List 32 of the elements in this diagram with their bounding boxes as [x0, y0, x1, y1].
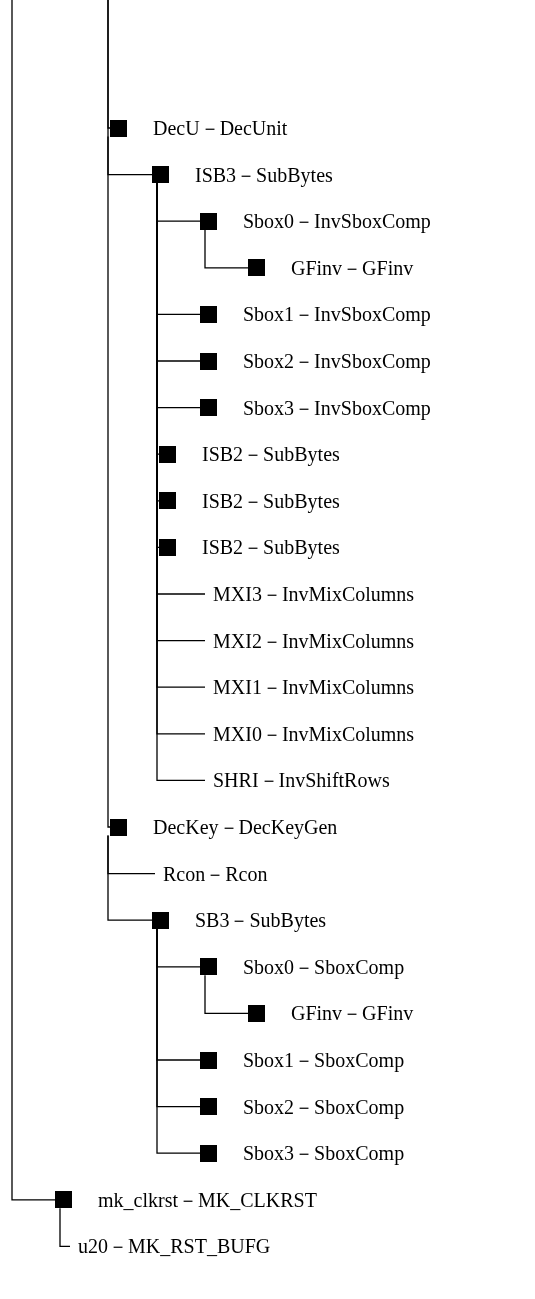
module-label: Rcon－Rcon: [163, 862, 268, 885]
module-label: ISB2－SubBytes: [202, 489, 340, 512]
module-label: mk_clkrst－MK_CLKRST: [98, 1188, 317, 1211]
tree-connector: [59, 1207, 71, 1248]
module-label: MXI3－InvMixColumns: [213, 583, 415, 605]
tree-connector: [204, 229, 249, 269]
tree-connector: [107, 0, 111, 828]
module-label: Sbox3－InvSboxComp: [243, 396, 431, 419]
module-label: Sbox0－SboxComp: [243, 955, 405, 978]
module-label: SB3－SubBytes: [195, 909, 327, 932]
module-label: Sbox1－InvSboxComp: [243, 303, 431, 326]
module-label: u20－MK_RST_BUFG: [78, 1235, 271, 1258]
module-label: MXI2－InvMixColumns: [213, 629, 415, 652]
module-label: Sbox2－SboxComp: [243, 1095, 405, 1118]
module-label: Sbox1－SboxComp: [243, 1049, 405, 1071]
module-label: ISB3－SubBytes: [195, 163, 333, 186]
tree-connector: [107, 834, 153, 921]
module-label: Sbox2－InvSboxComp: [243, 350, 431, 372]
module-label: MXI1－InvMixColumns: [213, 676, 415, 699]
module-label: SHRI－InvShiftRows: [213, 769, 390, 792]
module-label: DecU－DecUnit: [153, 117, 288, 139]
module-label: ISB2－SubBytes: [202, 443, 340, 466]
tree-connector: [156, 928, 201, 1154]
module-label: ISB2－SubBytes: [202, 536, 340, 559]
module-label: GFinv－GFinv: [291, 256, 414, 279]
tree-connector: [11, 0, 56, 1201]
module-label: Sbox3－SboxComp: [243, 1142, 405, 1165]
module-label: GFinv－GFinv: [291, 1002, 414, 1025]
module-label: Sbox0－InvSboxComp: [243, 210, 431, 233]
tree-connector: [204, 974, 249, 1015]
module-label: MXI0－InvMixColumns: [213, 722, 415, 745]
module-label: DecKey－DecKeyGen: [153, 816, 338, 838]
